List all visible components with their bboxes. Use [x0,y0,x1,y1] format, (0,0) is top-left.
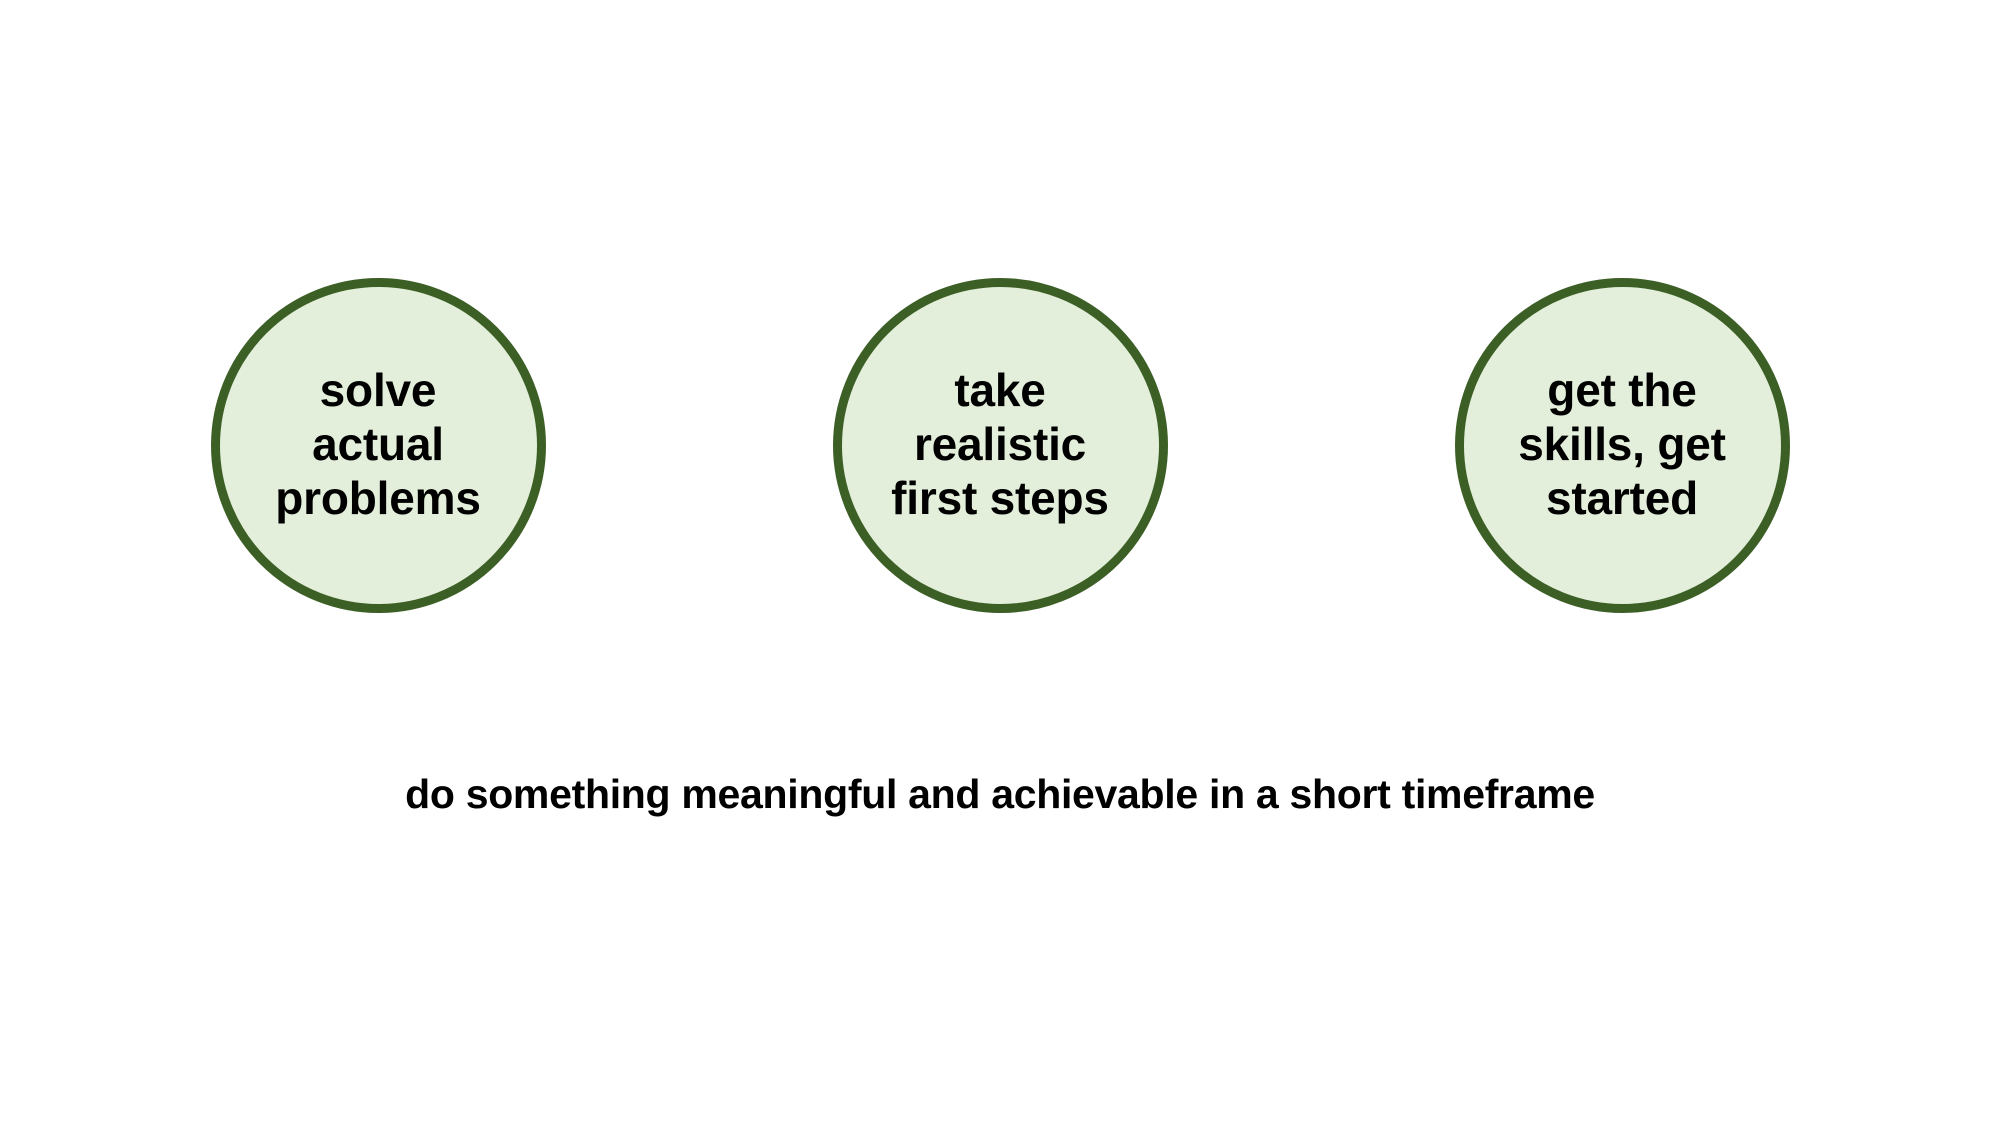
concept-circle-solve-actual-problems[interactable]: solve actual problems [210,277,546,613]
circle-label: get the skills, get started [1518,364,1726,524]
diagram-caption: do something meaningful and achievable i… [405,771,1595,817]
circle-label: solve actual problems [275,364,481,524]
concept-circle-get-the-skills-get-started[interactable]: get the skills, get started [1454,277,1790,613]
concept-circle-take-realistic-first-steps[interactable]: take realistic first steps [832,277,1168,613]
caption-container: do something meaningful and achievable i… [0,770,2000,819]
circle-row: solve actual problems take realistic fir… [0,255,2000,635]
circle-label: take realistic first steps [891,364,1109,524]
